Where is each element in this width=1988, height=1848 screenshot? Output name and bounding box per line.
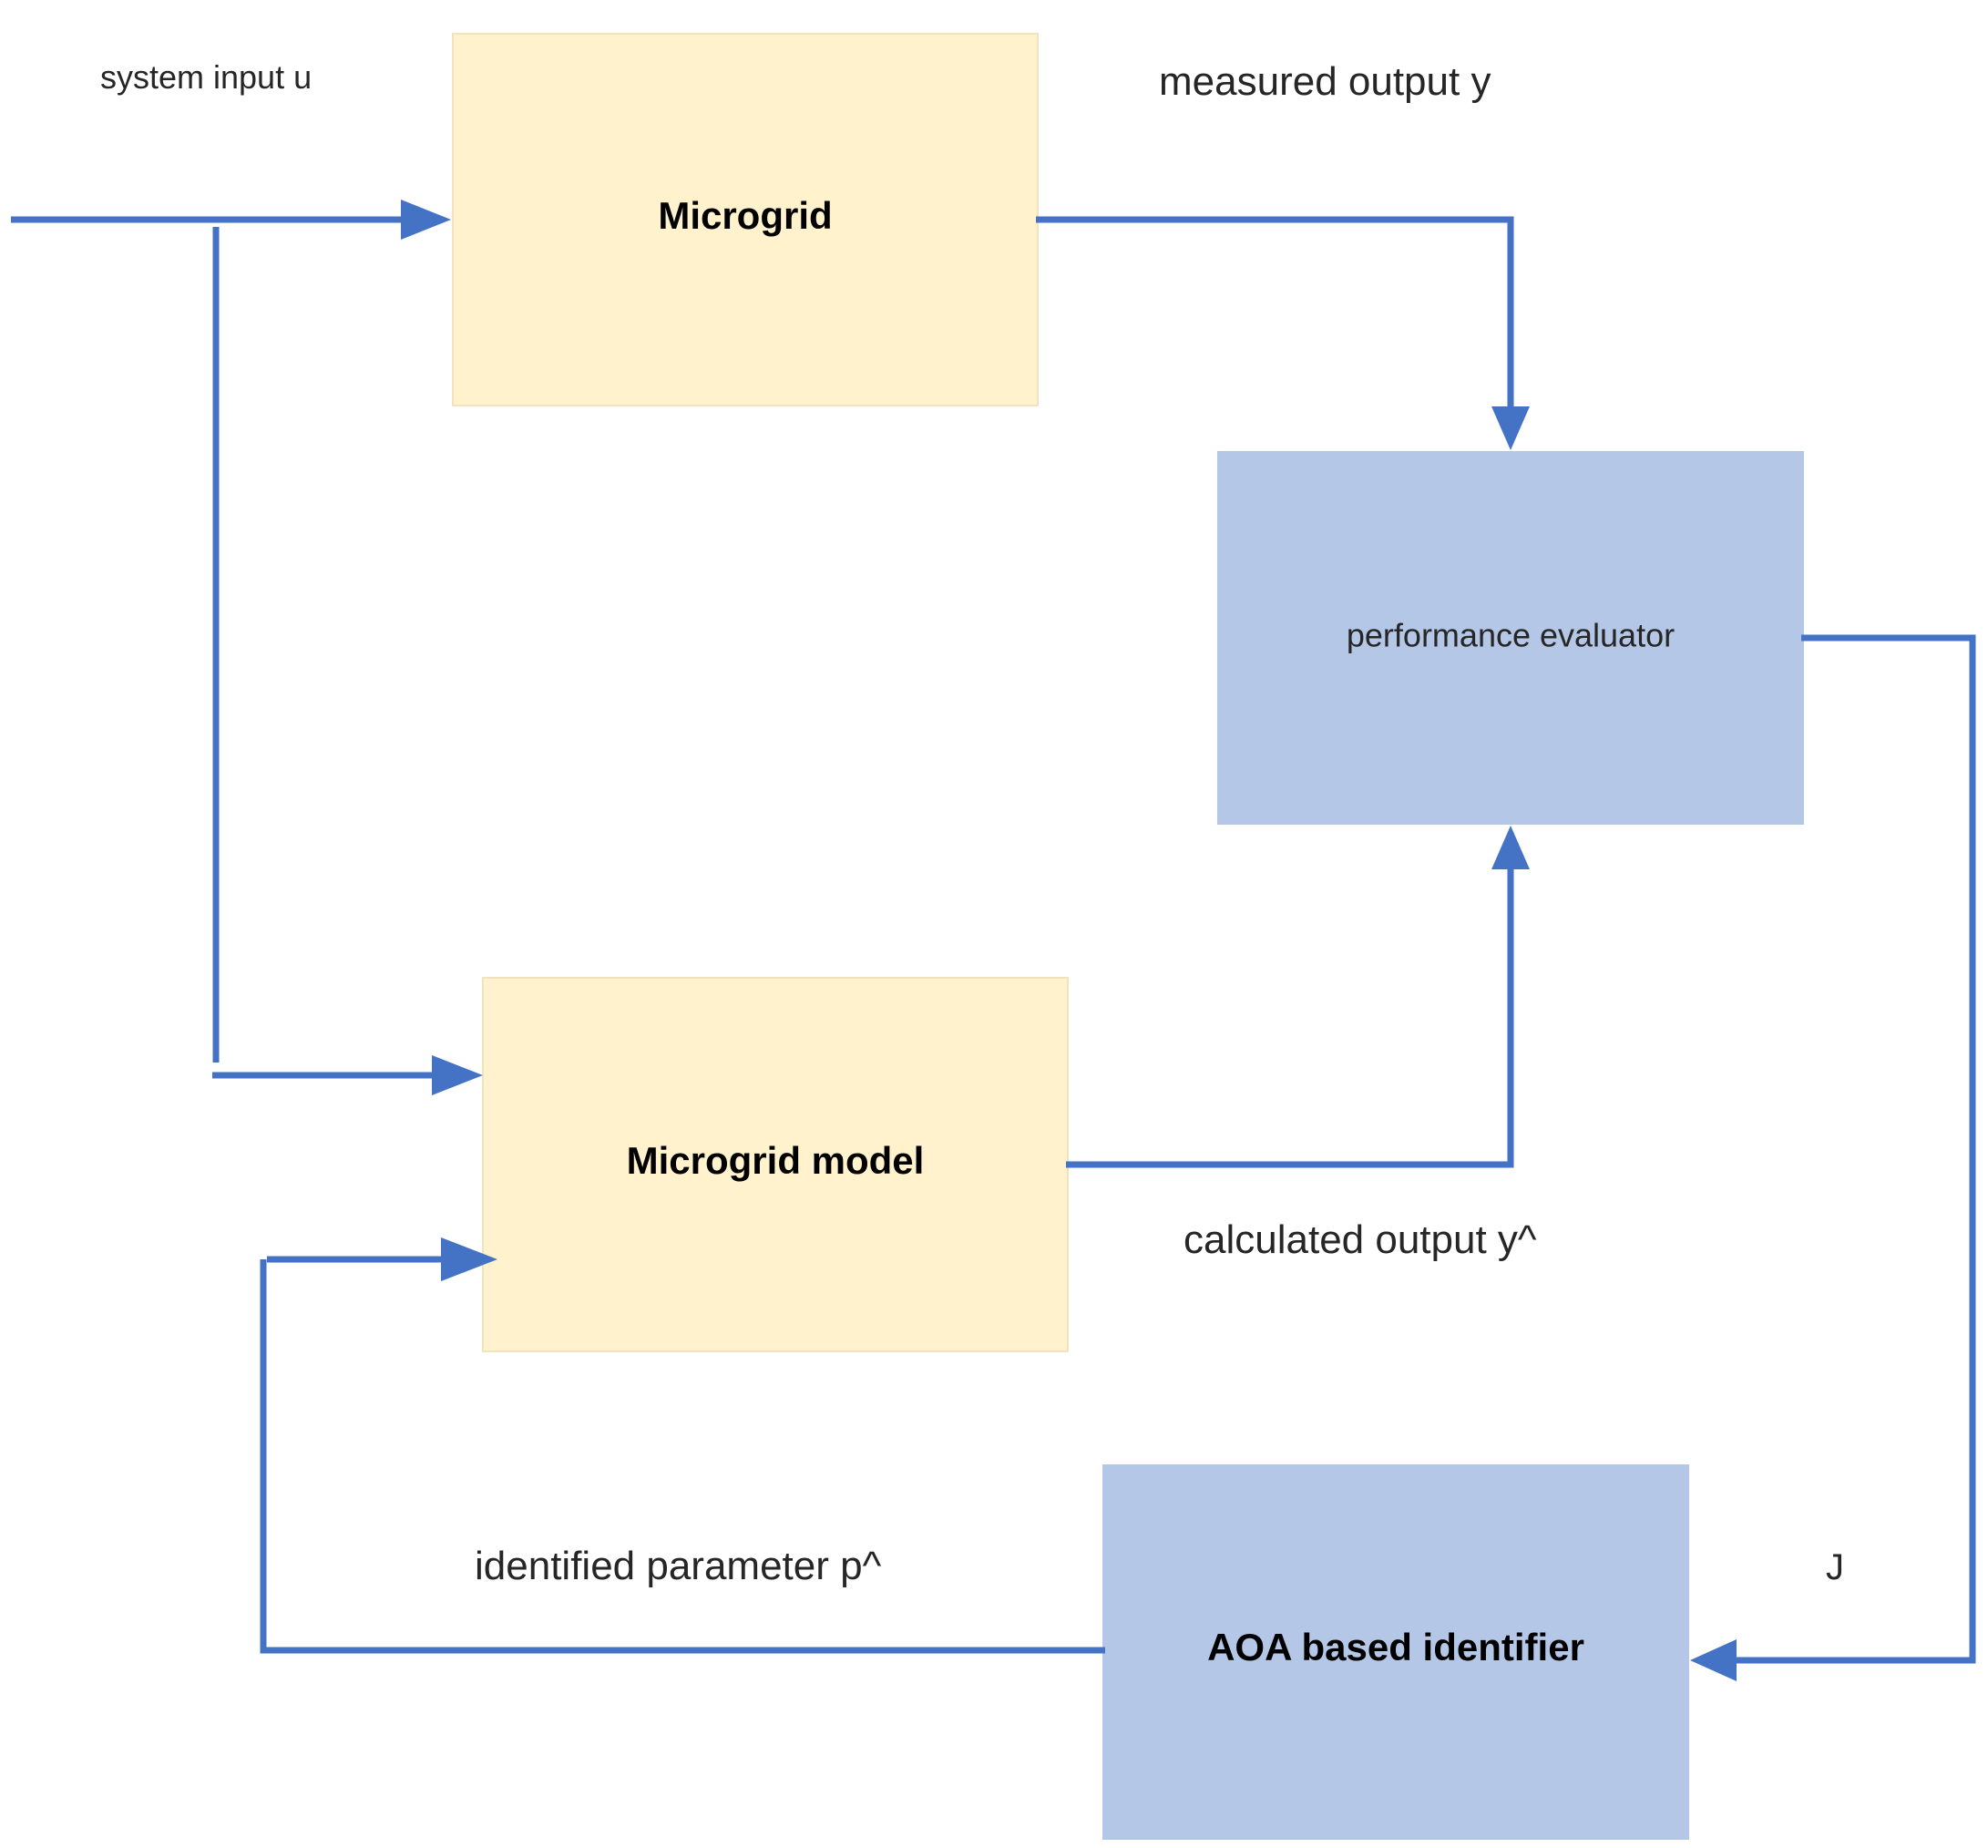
system-input-label: system input u xyxy=(100,58,312,96)
microgrid-label: Microgrid xyxy=(658,194,832,237)
identified-parameter-label: identified parameter p^ xyxy=(475,1544,882,1588)
calculated-output-label: calculated output y^ xyxy=(1184,1217,1537,1262)
microgrid-model-block xyxy=(482,977,1069,1352)
aoa-identifier-block xyxy=(1102,1464,1689,1840)
identified-parameter-line xyxy=(260,1259,1105,1654)
calculated-output-arrowhead xyxy=(1491,826,1530,869)
cost-arrowhead xyxy=(1690,1639,1737,1681)
measured-output-arrowhead xyxy=(1491,406,1530,450)
calculated-output-line xyxy=(1066,868,1514,1168)
input-branch-arrowhead xyxy=(432,1055,483,1095)
microgrid-model-label: Microgrid model xyxy=(627,1139,925,1182)
measured-output-line xyxy=(1036,216,1514,408)
cost-line xyxy=(1731,634,1976,1664)
microgrid-block xyxy=(452,33,1039,406)
cost-label: J xyxy=(1826,1547,1844,1587)
performance-evaluator-label: performance evaluator xyxy=(1347,617,1675,654)
aoa-identifier-label: AOA based identifier xyxy=(1207,1626,1584,1668)
identified-parameter-arrowhead xyxy=(441,1237,497,1281)
measured-output-label: measured output y xyxy=(1159,59,1491,104)
performance-evaluator-block xyxy=(1217,451,1804,825)
system-input-arrowhead xyxy=(401,200,451,240)
